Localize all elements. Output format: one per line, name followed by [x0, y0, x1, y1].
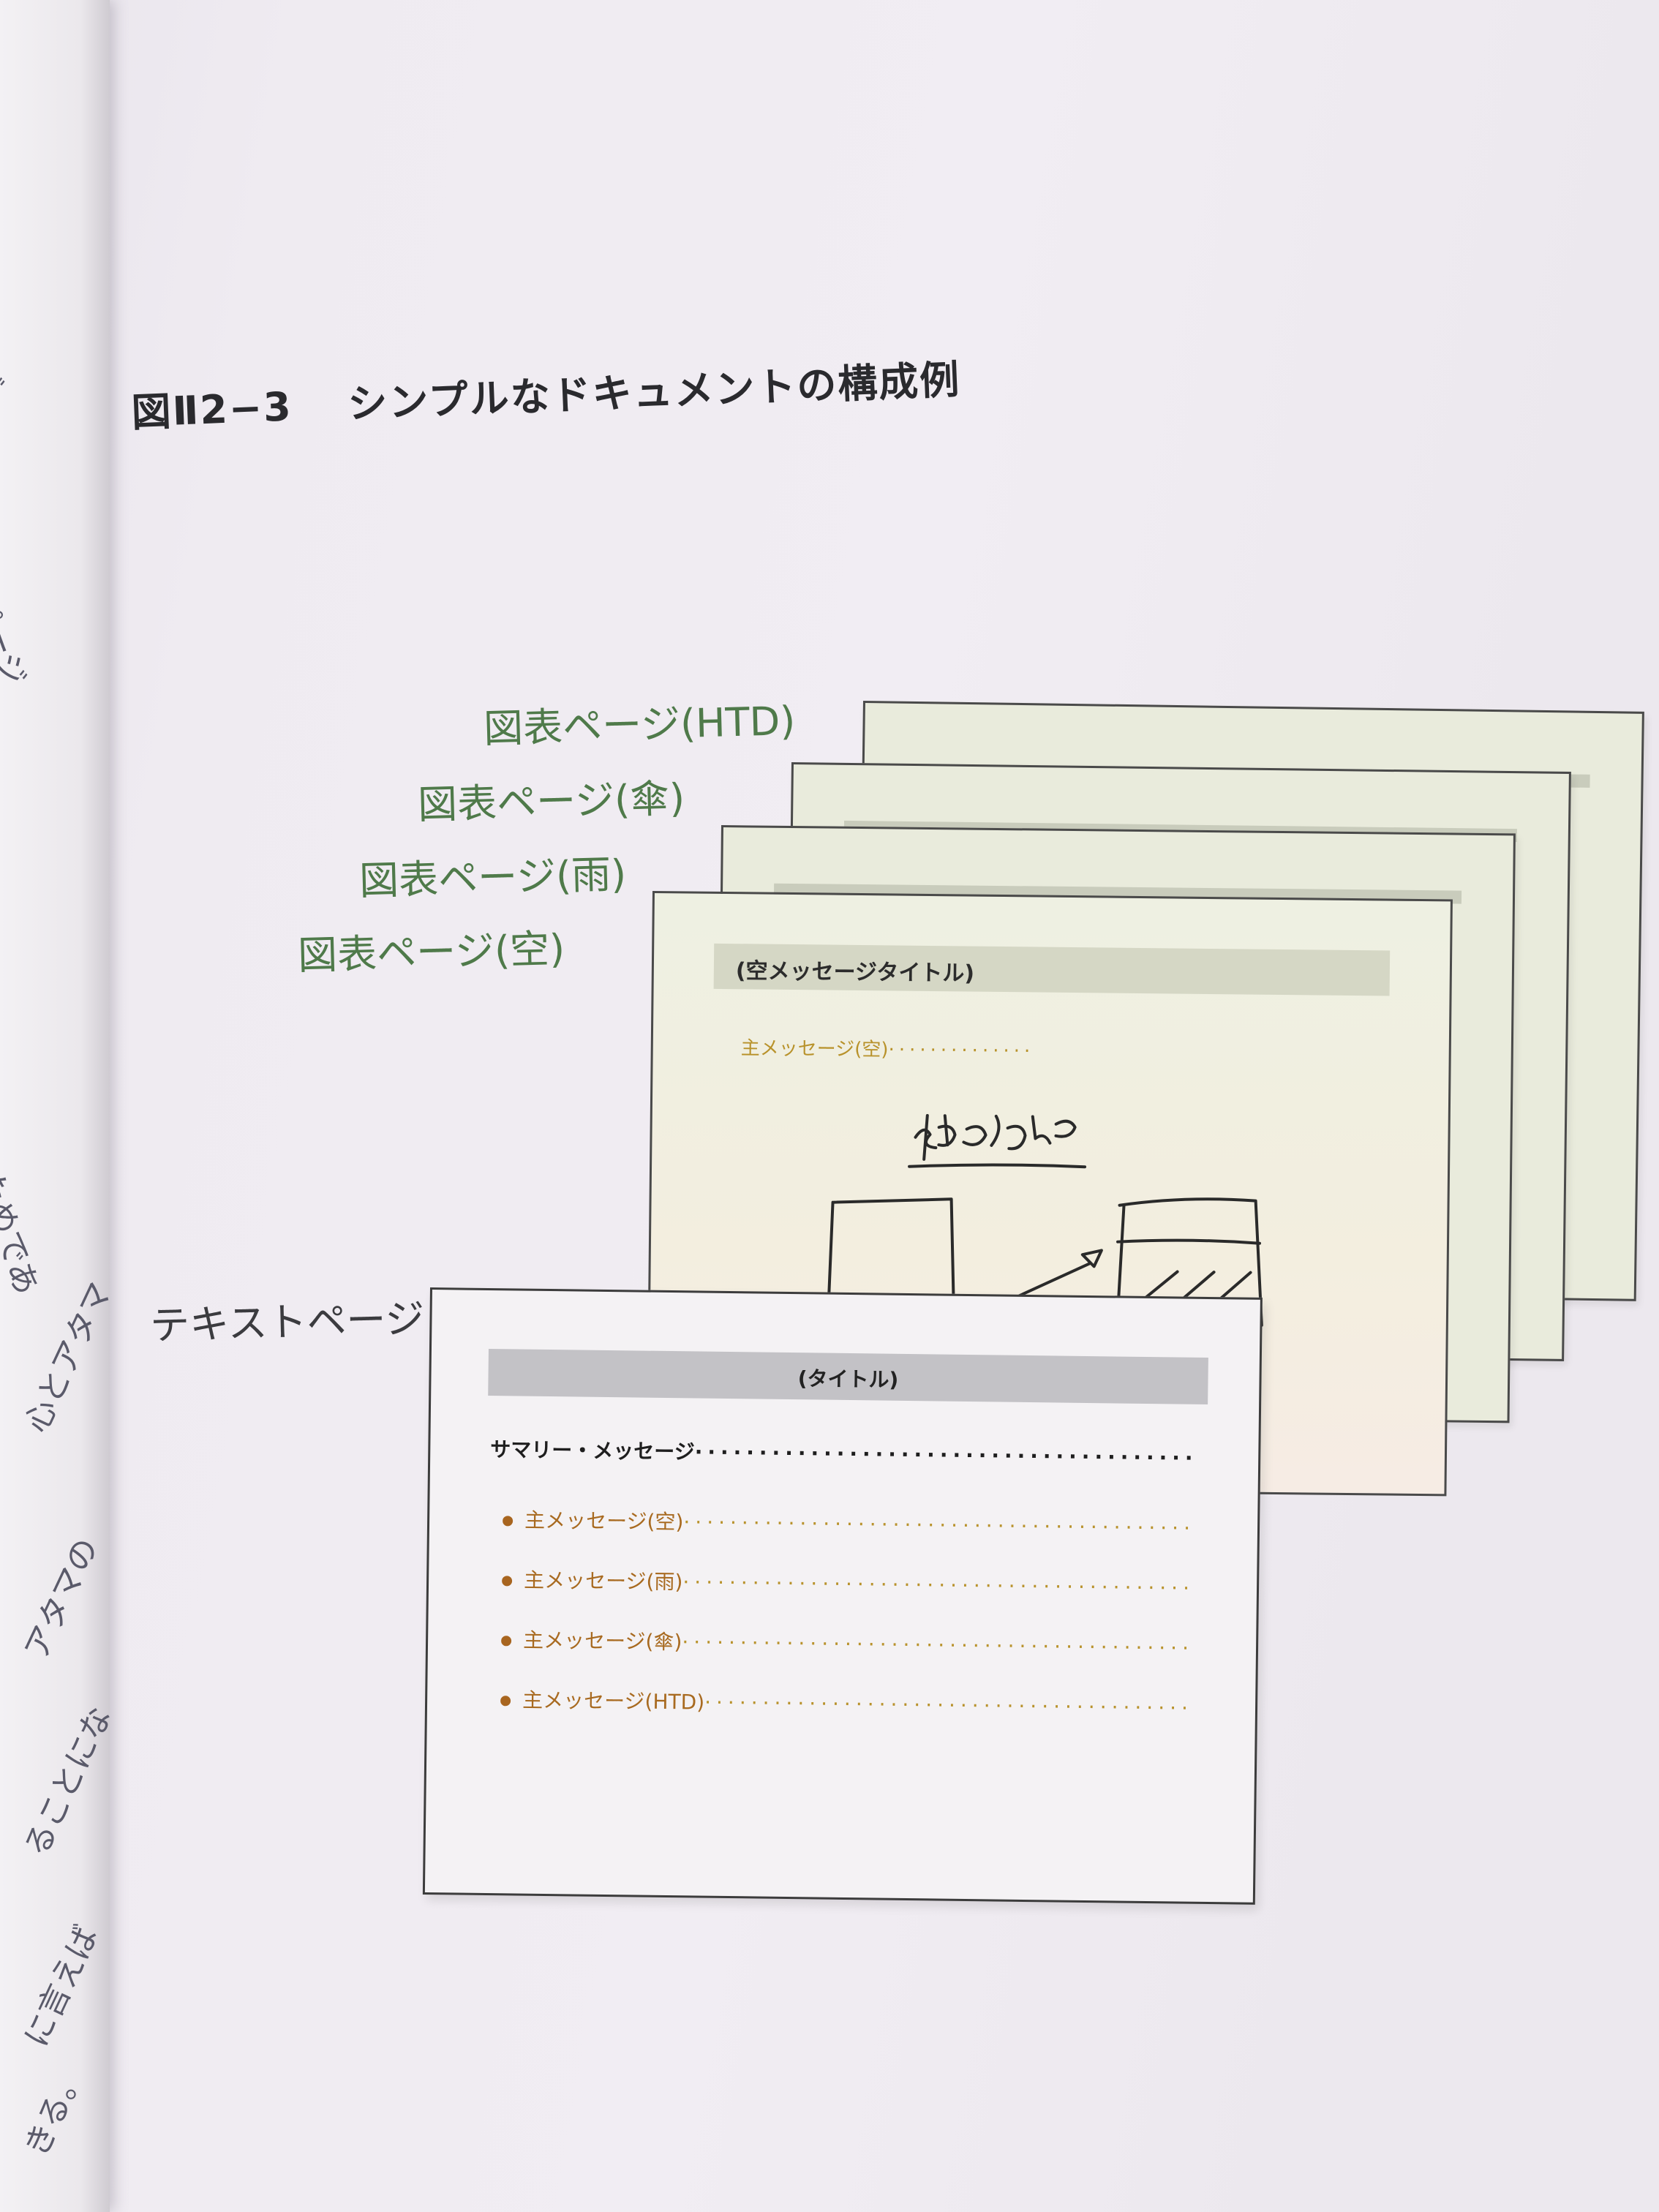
bullet-icon	[503, 1516, 514, 1527]
dot-leader: ········································…	[682, 1570, 1190, 1602]
list-item-text: 主メッセージ(傘)	[522, 1628, 682, 1655]
dot-leader: ········································…	[694, 1440, 1193, 1472]
dot-leader: ········································…	[704, 1690, 1189, 1722]
bullet-icon	[502, 1576, 513, 1587]
bullet-icon	[500, 1696, 511, 1707]
text-page-sheet: (タイトル) サマリー・メッセージ·······················…	[422, 1287, 1263, 1905]
dot-leader: ········································…	[682, 1630, 1189, 1662]
summary-message: サマリー・メッセージ······························…	[490, 1434, 1192, 1472]
list-item: 主メッセージ(傘)·······························…	[501, 1624, 1189, 1662]
layer-label-htd: 図表ページ(HTD)	[483, 697, 797, 752]
list-item: 主メッセージ(空)·······························…	[503, 1504, 1191, 1542]
figure-caption: シンプルなドキュメントの構成例	[347, 356, 962, 428]
layer-label-rain: 図表ページ(雨)	[358, 851, 627, 904]
list-item: 主メッセージ(HTD)·····························…	[500, 1684, 1189, 1722]
list-item: 主メッセージ(雨)·······························…	[502, 1564, 1190, 1602]
layer-label-umbrella: 図表ページ(傘)	[417, 775, 685, 828]
adjacent-page-edge	[0, 0, 110, 2212]
text-page-title: (タイトル)	[797, 1366, 899, 1392]
summary-text: サマリー・メッセージ	[490, 1437, 695, 1464]
text-page-title-bar: (タイトル)	[488, 1348, 1208, 1405]
dot-leader: ········································…	[683, 1510, 1191, 1542]
layer-label-sky: 図表ページ(空)	[297, 925, 565, 979]
text-page-label: テキストページ	[149, 1295, 426, 1349]
list-item-text: 主メッセージ(雨)	[523, 1568, 683, 1595]
bullet-icon	[501, 1636, 512, 1647]
figure-title: 図Ⅱ2−3 シンプルなドキュメントの構成例	[130, 347, 962, 437]
list-item-text: 主メッセージ(HTD)	[522, 1688, 705, 1715]
list-item-text: 主メッセージ(空)	[524, 1508, 684, 1535]
figure-number: 図Ⅱ2−3	[130, 383, 293, 436]
